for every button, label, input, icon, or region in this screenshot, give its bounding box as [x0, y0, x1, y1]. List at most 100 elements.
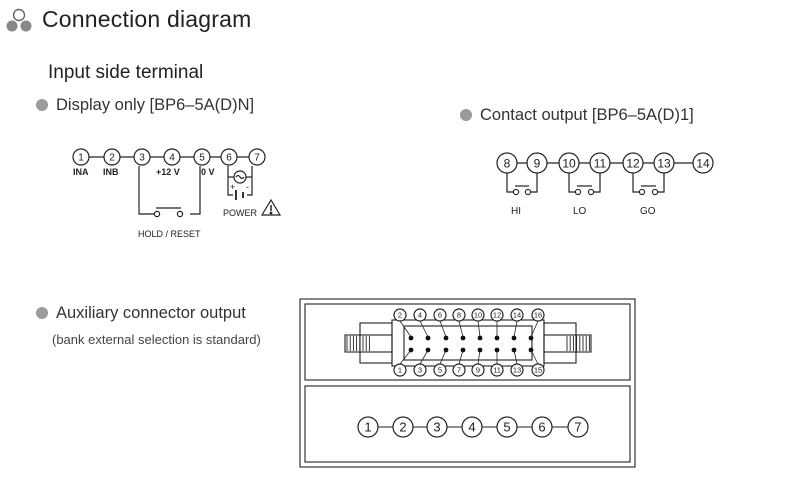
pin-dot — [408, 335, 414, 341]
terminal-label-inb: INB — [103, 167, 119, 177]
terminal-5: 5 — [193, 148, 211, 166]
pin-dot — [425, 347, 431, 353]
left-latch-body — [359, 322, 393, 364]
terminal-3: 3 — [133, 148, 151, 166]
connector-bottom-panel — [304, 385, 631, 463]
pin-dot — [443, 347, 449, 353]
svg-text:9: 9 — [476, 366, 480, 375]
pin-4: 4 — [413, 308, 427, 322]
pin-6: 6 — [433, 308, 447, 322]
contact-switch — [506, 173, 538, 196]
contact-switch — [632, 173, 665, 196]
aux-terminal-3: 3 — [426, 416, 448, 438]
svg-text:15: 15 — [534, 366, 542, 375]
terminal-label-12v: +12 V — [156, 167, 180, 177]
aux-label: Auxiliary connector output — [56, 304, 246, 322]
group-label-go: GO — [640, 206, 656, 217]
svg-text:7: 7 — [254, 153, 260, 164]
pin-dot — [477, 335, 483, 341]
group-label-hi: HI — [511, 206, 521, 217]
pin-dot — [494, 347, 500, 353]
pin-9: 9 — [471, 363, 485, 377]
sine-icon — [235, 174, 245, 180]
svg-text:2: 2 — [398, 311, 402, 320]
svg-text:11: 11 — [594, 156, 607, 170]
svg-text:4: 4 — [418, 311, 422, 320]
svg-text:6: 6 — [538, 420, 545, 435]
aux-heading: Auxiliary connector output — [36, 304, 246, 323]
pin-dot — [511, 347, 517, 353]
svg-text:3: 3 — [139, 153, 145, 164]
header-icon — [6, 8, 32, 32]
terminal-1: 1 — [72, 148, 90, 166]
plus-sign: + — [230, 182, 235, 192]
terminal-8: 8 — [496, 152, 518, 174]
svg-text:1: 1 — [78, 153, 84, 164]
bullet-icon — [460, 109, 472, 121]
group-label-lo: LO — [573, 206, 587, 217]
aux-note: (bank external selection is standard) — [52, 332, 261, 347]
right-latch-body — [543, 322, 577, 364]
svg-text:4: 4 — [169, 153, 175, 164]
pin-13: 13 — [510, 363, 524, 377]
switch-contact-left — [153, 210, 161, 218]
pin-16: 16 — [531, 308, 545, 322]
pin-dot — [477, 347, 483, 353]
terminal-label-ina: INA — [73, 167, 89, 177]
switch-contact-right — [176, 210, 184, 218]
svg-text:2: 2 — [109, 153, 115, 164]
power-wire-left — [227, 166, 233, 196]
pin-15: 15 — [531, 363, 545, 377]
display-only-label: Display only [BP6–5A(D)N] — [56, 96, 255, 114]
aux-terminal-2: 2 — [392, 416, 414, 438]
svg-text:13: 13 — [657, 156, 671, 170]
connector-pin-field — [403, 325, 533, 361]
pin-11: 11 — [490, 363, 504, 377]
contact-output-heading: Contact output [BP6–5A(D)1] — [460, 106, 694, 125]
pin-dot — [425, 335, 431, 341]
svg-text:6: 6 — [438, 311, 442, 320]
left-latch-ribs — [346, 336, 370, 351]
aux-terminal-1: 1 — [357, 416, 379, 438]
power-label: POWER — [223, 208, 258, 218]
svg-text:5: 5 — [199, 153, 205, 164]
svg-text:8: 8 — [457, 311, 461, 320]
page-title: Connection diagram — [42, 6, 252, 32]
pin-7: 7 — [452, 363, 466, 377]
section-title: Input side terminal — [48, 62, 204, 83]
svg-text:14: 14 — [513, 311, 521, 320]
svg-text:5: 5 — [438, 366, 442, 375]
display-only-heading: Display only [BP6–5A(D)N] — [36, 96, 254, 115]
svg-text:12: 12 — [626, 156, 640, 170]
pin-5: 5 — [433, 363, 447, 377]
right-latch-ribs — [566, 336, 590, 351]
pin-12: 12 — [490, 308, 504, 322]
pin-10: 10 — [471, 308, 485, 322]
contact-output-label: Contact output [BP6–5A(D)1] — [480, 106, 694, 124]
aux-terminal-7: 7 — [567, 416, 589, 438]
svg-text:4: 4 — [468, 420, 475, 435]
svg-text:11: 11 — [493, 366, 501, 375]
pin-14: 14 — [510, 308, 524, 322]
svg-text:5: 5 — [503, 420, 510, 435]
svg-text:3: 3 — [418, 366, 422, 375]
svg-text:1: 1 — [398, 366, 402, 375]
aux-terminal-6: 6 — [531, 416, 553, 438]
svg-text:3: 3 — [433, 420, 440, 435]
terminal-14: 14 — [692, 152, 714, 174]
aux-terminal-5: 5 — [496, 416, 518, 438]
svg-text:7: 7 — [457, 366, 461, 375]
pin-2: 2 — [393, 308, 407, 322]
aux-terminal-4: 4 — [461, 416, 483, 438]
hold-wire-right — [190, 166, 201, 215]
pin-3: 3 — [413, 363, 427, 377]
pin-dot — [528, 347, 534, 353]
svg-text:8: 8 — [504, 156, 511, 170]
svg-text:13: 13 — [513, 366, 521, 375]
svg-text:6: 6 — [226, 153, 232, 164]
pin-dot — [443, 335, 449, 341]
connector-housing — [391, 319, 545, 367]
